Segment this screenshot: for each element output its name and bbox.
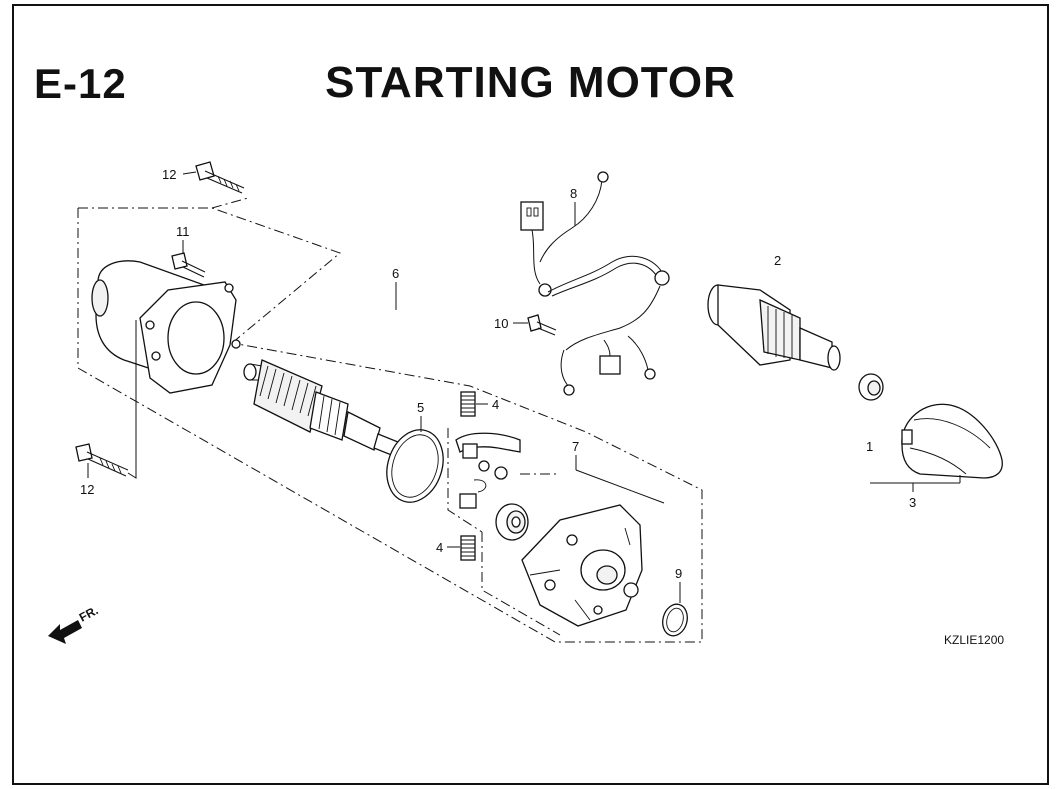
callout-1: 1	[866, 439, 873, 454]
starter-drive	[707, 284, 841, 371]
callout-3: 3	[909, 495, 916, 510]
callout-5: 5	[417, 400, 424, 415]
page-title: STARTING MOTOR	[325, 58, 736, 107]
bolt-12-bottom	[75, 443, 129, 477]
washer-9	[662, 603, 688, 637]
brush-spring-lower	[460, 535, 476, 561]
figure-code: KZLIE1200	[944, 633, 1005, 647]
callout-6: 6	[392, 266, 399, 281]
callout-8: 8	[570, 186, 577, 201]
assembly-boundary-lines	[77, 197, 703, 643]
callout-12-top: 12	[162, 167, 176, 182]
callout-9: 9	[675, 566, 682, 581]
brush-spring-upper	[460, 391, 476, 417]
callout-12-bottom: 12	[80, 482, 94, 497]
sheet-border	[12, 4, 1049, 785]
callout-4-lower: 4	[436, 540, 443, 555]
motor-housing	[91, 260, 241, 394]
bearing	[495, 503, 529, 541]
bolt-11	[171, 252, 206, 278]
bolt-10	[527, 314, 557, 336]
rear-cover	[521, 504, 643, 627]
brush-holder	[455, 432, 521, 509]
page-code: E-12	[34, 60, 127, 107]
callout-11: 11	[176, 224, 190, 239]
o-ring	[386, 429, 444, 503]
front-direction-label: FR.	[77, 603, 101, 624]
callout-4-upper: 4	[492, 397, 499, 412]
callout-10: 10	[494, 316, 508, 331]
starter-cable	[520, 171, 670, 396]
callout-2: 2	[774, 253, 781, 268]
callout-7: 7	[572, 439, 579, 454]
front-direction-arrow: FR.	[48, 603, 100, 644]
starter-cover	[901, 403, 1003, 479]
bolt-12-top	[195, 161, 245, 194]
armature	[243, 359, 399, 457]
collar	[858, 373, 884, 401]
